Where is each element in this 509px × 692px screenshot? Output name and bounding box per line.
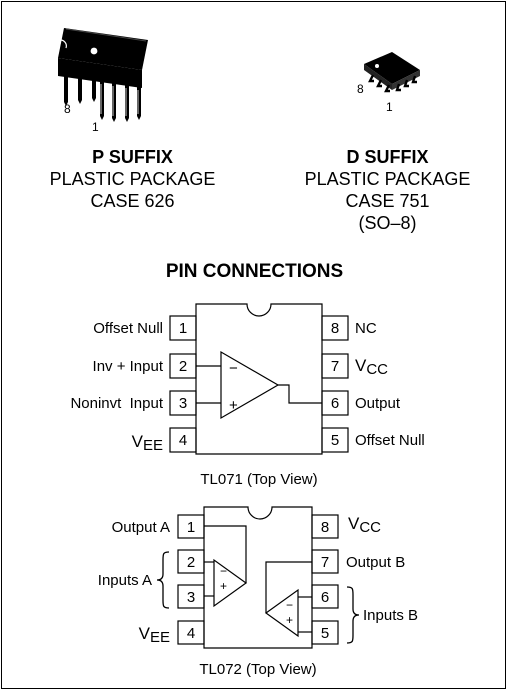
d-package-type: PLASTIC PACKAGE [304, 169, 471, 189]
tl072-pin-label: Output A [112, 519, 170, 536]
d-pin8-label: 8 [357, 82, 364, 96]
tl071-pin-number: 3 [179, 395, 187, 412]
tl072-pin-number: 7 [321, 554, 329, 571]
tl072-pin-number: 1 [187, 519, 195, 536]
tl072-b-noninverting-sign: + [286, 613, 293, 627]
d-suffix-description: D SUFFIX PLASTIC PACKAGE CASE 751 (SO–8) [285, 146, 490, 234]
tl071-inverting-sign: − [229, 360, 238, 377]
tl071-pin-number: 4 [179, 432, 187, 449]
tl072-pin-number: 8 [321, 519, 329, 536]
tl071-pin-number: 5 [331, 432, 339, 449]
tl072-pin-label: Output B [346, 554, 405, 571]
d-package-code: (SO–8) [358, 213, 417, 233]
tl071-pin-label: Offset Null [93, 320, 163, 337]
tl071-pin-number: 6 [331, 395, 339, 412]
so8-package-illustration [364, 52, 420, 93]
tl071-pin-label-vee: VEE [132, 432, 163, 454]
pin-connections-title: PIN CONNECTIONS [165, 261, 344, 282]
inputs-b-label: Inputs B [363, 607, 418, 624]
p-package-type: PLASTIC PACKAGE [49, 169, 216, 189]
tl071-pin-box [321, 353, 349, 379]
tl071-pin-number: 2 [179, 358, 187, 375]
d-case-number: CASE 751 [345, 191, 430, 211]
tl071-caption: TL071 (Top View) [200, 471, 317, 488]
p-pin1-label: 1 [92, 120, 99, 134]
inputs-b-brace [346, 586, 360, 644]
tl072-opamp-a-symbol [213, 558, 248, 608]
p-suffix-description: P SUFFIX PLASTIC PACKAGE CASE 626 [30, 146, 235, 212]
d-pin1-label: 1 [386, 100, 393, 114]
tl072-pin-label-vee: VEE [139, 624, 170, 646]
tl071-pin-box [321, 427, 349, 453]
tl071-pin-number: 8 [331, 320, 339, 337]
p-case-number: CASE 626 [90, 191, 175, 211]
tl072-caption: TL072 (Top View) [199, 661, 316, 678]
d-suffix-title: D SUFFIX [346, 147, 429, 167]
tl071-pin-label: Inv + Input [93, 358, 164, 375]
tl071-pin-box [169, 427, 197, 453]
tl071-pin-label: Offset Null [355, 432, 425, 449]
tl071-pin-label-vcc: VCC [355, 356, 388, 378]
tl071-pin-label: Noninvt Input [70, 395, 163, 412]
tl072-opamp-b-symbol [264, 588, 299, 638]
tl072-b-inverting-sign: − [286, 598, 293, 612]
tl071-pin-label: Output [355, 395, 401, 412]
tl071-package [169, 303, 349, 455]
inputs-a-brace [156, 551, 170, 609]
p-pin8-label: 8 [64, 102, 71, 116]
tl071-pin-box [169, 315, 197, 341]
tl072-pin-number: 6 [321, 589, 329, 606]
tl072-a-inverting-sign: − [220, 564, 227, 578]
tl071-pin-number: 7 [331, 358, 339, 375]
tl071-opamp-symbol [220, 350, 280, 420]
tl072-body-outline [203, 506, 313, 649]
tl071-noninverting-sign: + [229, 397, 238, 414]
tl071-pin-label: NC [355, 320, 377, 337]
tl071-pin-number: 1 [179, 320, 187, 337]
tl072-pin-label-vcc: VCC [348, 514, 381, 536]
tl071-body-outline [195, 303, 323, 455]
tl072-pin-number: 5 [321, 625, 329, 642]
tl072-a-noninverting-sign: + [220, 579, 227, 593]
dip-package-illustration [58, 28, 148, 122]
tl071-pin-box [321, 315, 349, 341]
tl072-pin-number: 3 [187, 589, 195, 606]
tl072-pin-number: 4 [187, 625, 195, 642]
inputs-a-label: Inputs A [98, 572, 152, 589]
tl072-pin-number: 2 [187, 554, 195, 571]
tl072-package [156, 506, 360, 649]
p-suffix-title: P SUFFIX [92, 147, 173, 167]
